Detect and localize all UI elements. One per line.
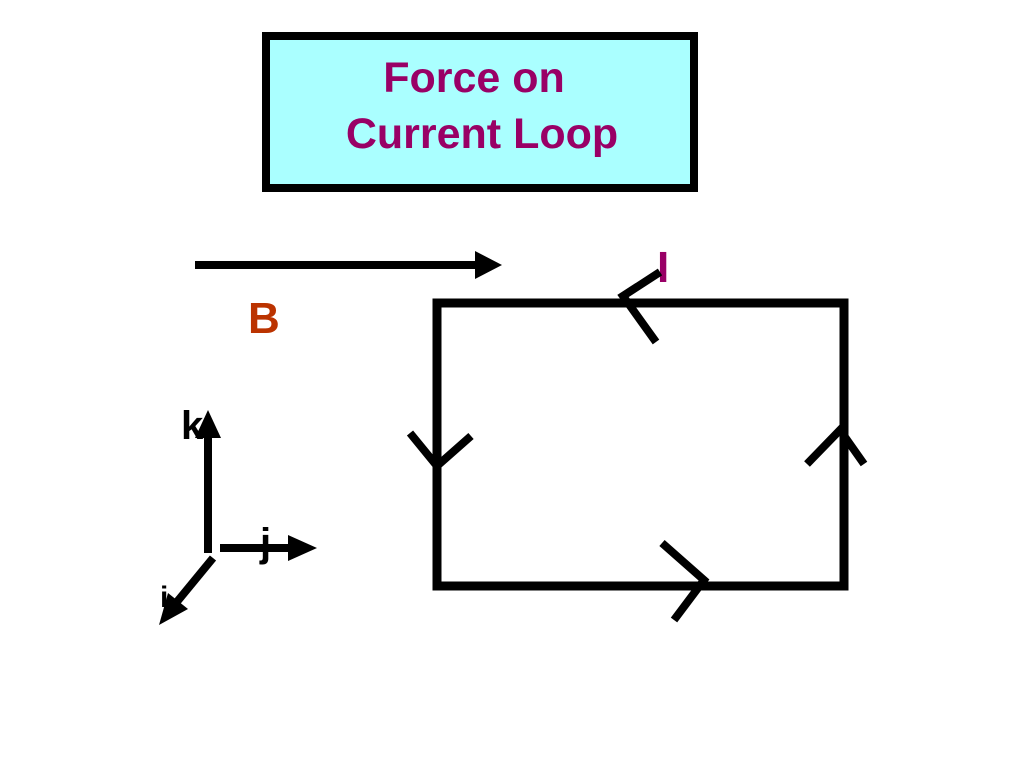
i-axis-head [159, 593, 188, 625]
current-direction-left-chevron [406, 430, 474, 472]
current-loop [432, 298, 849, 591]
coordinate-axes [159, 410, 317, 625]
i-axis-shaft [172, 555, 217, 606]
b-field-arrow [195, 251, 502, 279]
current-label: I [657, 243, 669, 292]
title-line-1: Force on [383, 54, 565, 102]
i-axis-label: i [160, 581, 168, 614]
b-field-label: B [248, 294, 280, 343]
current-direction-top-chevron [617, 268, 663, 345]
title-box: Force on Current Loop [262, 32, 698, 192]
k-axis-head [195, 410, 221, 438]
current-direction-right-chevron [804, 423, 868, 467]
k-axis-label: k [181, 404, 204, 448]
current-direction-bottom-chevron [659, 539, 710, 623]
j-axis-head [288, 535, 317, 561]
j-axis-label: j [259, 521, 271, 565]
title-line-2: Current Loop [345, 110, 619, 158]
b-field-arrow-head [475, 251, 502, 279]
